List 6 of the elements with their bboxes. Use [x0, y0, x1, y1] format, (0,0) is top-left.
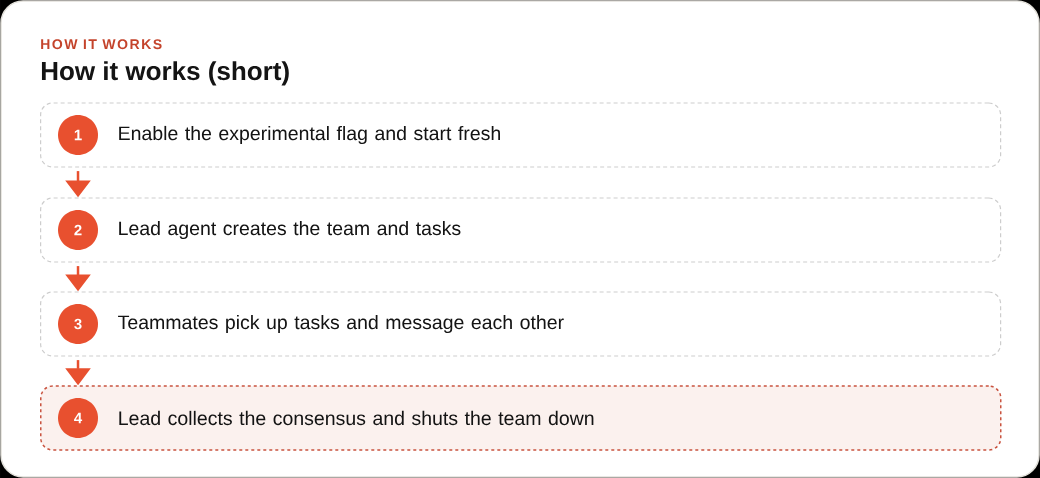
- number-badge: 1: [58, 115, 98, 155]
- number-badge: 4: [58, 398, 98, 438]
- number-badge: 3: [58, 304, 98, 344]
- number-badge: 2: [58, 210, 98, 250]
- title: How it works (short): [41, 61, 289, 86]
- section-label: HOW IT WORKS: [41, 39, 162, 50]
